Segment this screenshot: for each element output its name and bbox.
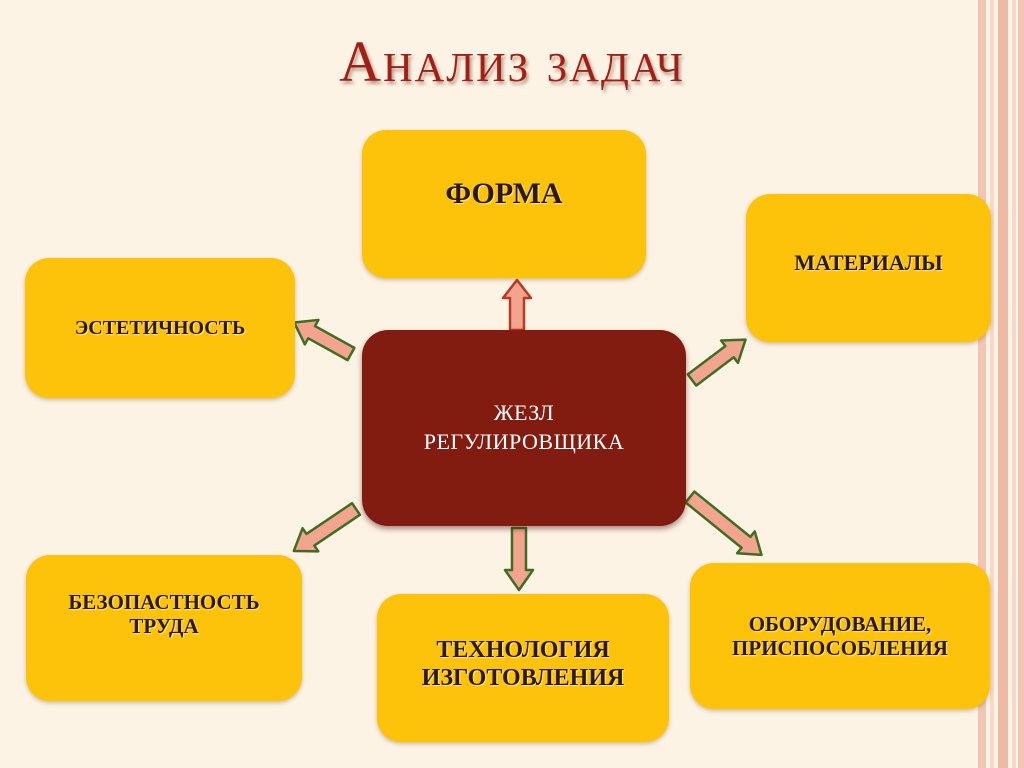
arrow-to-oborudovanie: [684, 490, 763, 557]
node-tehnologiya-line1: ТЕХНОЛОГИЯ: [436, 637, 610, 664]
arrow-to-tehnologiya: [503, 526, 535, 592]
node-oborudovanie-line2: ПРИСПОСОБЛЕНИЯ: [732, 636, 948, 660]
center-node-line2: РЕГУЛИРОВЩИКА: [423, 429, 625, 454]
node-tehnologiya-line2: ИЗГОТОВЛЕНИЯ: [421, 665, 625, 691]
node-forma-label: ФОРМА: [445, 176, 563, 210]
node-estetichnost-label: ЭСТЕТИЧНОСТЬ: [74, 316, 246, 339]
node-bezopasnost-line1: БЕЗОПАСТНОСТЬ: [68, 589, 260, 614]
arrow-to-forma: [501, 278, 533, 332]
node-bezopasnost-line2: ТРУДА: [129, 614, 199, 638]
center-node: ЖЕЗЛ РЕГУЛИРОВЩИКА: [362, 330, 686, 526]
node-forma: ФОРМА: [362, 130, 646, 278]
node-materialy: МАТЕРИАЛЫ: [746, 194, 991, 342]
arrow-to-estetichnost: [292, 318, 356, 362]
node-oborudovanie: ОБОРУДОВАНИЕ, ПРИСПОСОБЛЕНИЯ: [690, 563, 990, 709]
node-estetichnost: ЭСТЕТИЧНОСТЬ: [25, 258, 295, 398]
node-oborudovanie-line1: ОБОРУДОВАНИЕ,: [748, 611, 932, 636]
center-node-line1: ЖЕЗЛ: [493, 400, 555, 426]
arrow-to-bezopasnost: [292, 501, 362, 553]
node-materialy-label: МАТЕРИАЛЫ: [794, 250, 943, 276]
page-title: Анализ задач: [339, 29, 685, 94]
decorative-stripes: [978, 0, 1024, 768]
node-tehnologiya: ТЕХНОЛОГИЯ ИЗГОТОВЛЕНИЯ: [377, 594, 669, 742]
node-bezopasnost: БЕЗОПАСТНОСТЬ ТРУДА: [26, 555, 302, 701]
arrow-to-materialy: [686, 338, 747, 387]
